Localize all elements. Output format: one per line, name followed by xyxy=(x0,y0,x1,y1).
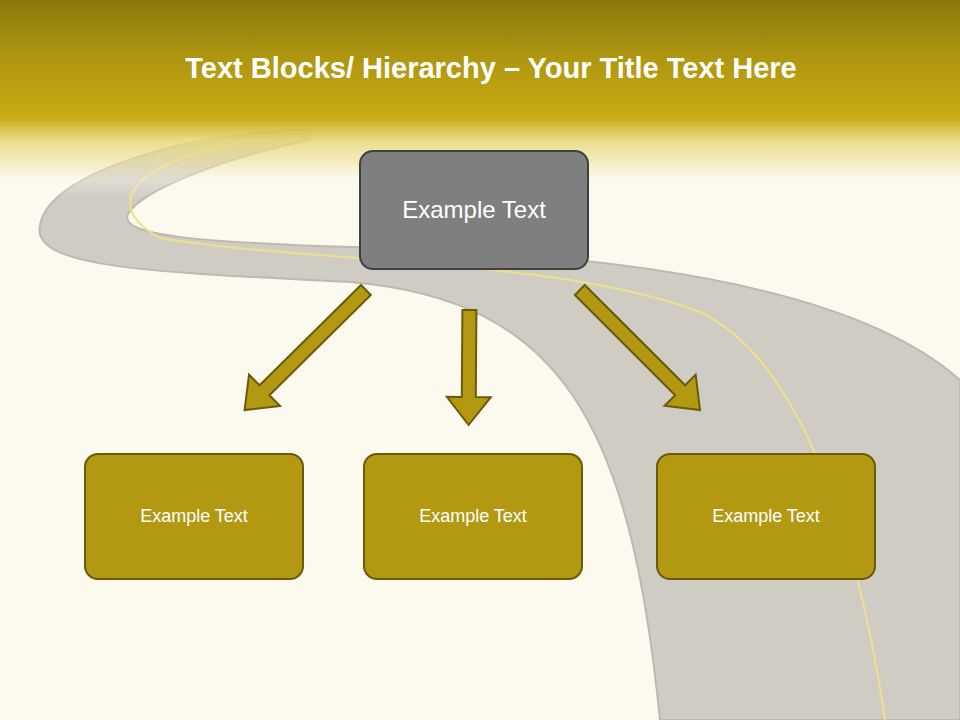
parent-box: Example Text xyxy=(359,150,589,270)
road xyxy=(39,130,960,720)
block-arrow xyxy=(575,285,700,410)
box-label: Example Text xyxy=(712,506,820,527)
slide-title: Text Blocks/ Hierarchy – Your Title Text… xyxy=(20,52,960,85)
arrow-shape xyxy=(575,285,700,410)
child-box: Example Text xyxy=(656,453,876,580)
road-center-line xyxy=(130,135,885,720)
box-label: Example Text xyxy=(419,506,527,527)
arrow-shape xyxy=(245,285,371,410)
box-label: Example Text xyxy=(140,506,248,527)
block-arrow xyxy=(447,310,491,425)
child-box: Example Text xyxy=(363,453,583,580)
child-box: Example Text xyxy=(84,453,304,580)
arrow-shape xyxy=(447,310,491,425)
block-arrow xyxy=(245,285,371,410)
box-label: Example Text xyxy=(402,196,546,224)
